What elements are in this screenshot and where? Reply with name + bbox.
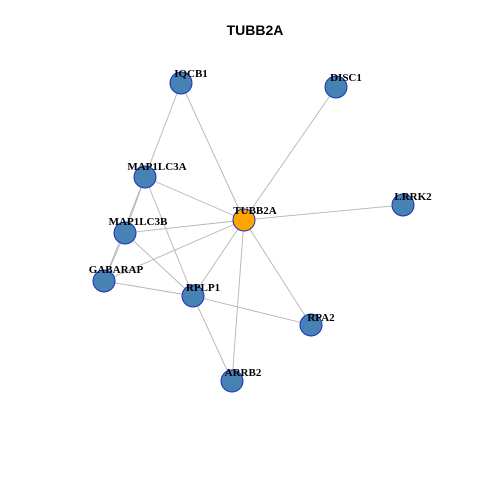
edge-tubb2a-lrrk2 xyxy=(243,204,404,221)
edge-map1lc3a-rplp1 xyxy=(144,176,194,297)
edge-tubb2a-gabarap xyxy=(103,219,245,282)
node-label-iqcb1: IQCB1 xyxy=(174,68,208,80)
node-map1lc3a xyxy=(133,165,157,189)
graph-title: TUBB2A xyxy=(227,22,284,38)
node-tubb2a xyxy=(232,208,256,232)
node-iqcb1 xyxy=(169,71,193,95)
edge-tubb2a-map1lc3a xyxy=(144,176,245,221)
edge-tubb2a-arrb2 xyxy=(231,219,245,382)
node-map1lc3b xyxy=(113,221,137,245)
edge-tubb2a-rplp1 xyxy=(192,219,245,297)
node-gabarap xyxy=(92,269,116,293)
node-rpa2 xyxy=(299,313,323,337)
nodes-layer xyxy=(92,71,415,393)
node-label-rpa2: RPA2 xyxy=(307,312,335,324)
edges-layer xyxy=(103,82,404,382)
node-label-gabarap: GABARAP xyxy=(89,264,144,276)
edge-map1lc3b-rplp1 xyxy=(124,232,194,297)
node-label-tubb2a: TUBB2A xyxy=(233,205,276,217)
node-label-lrrk2: LRRK2 xyxy=(394,191,432,203)
node-rplp1 xyxy=(181,284,205,308)
edge-iqcb1-map1lc3a xyxy=(144,82,182,178)
node-label-map1lc3b: MAP1LC3B xyxy=(109,216,168,228)
edge-tubb2a-disc1 xyxy=(243,86,337,221)
edge-tubb2a-map1lc3b xyxy=(124,219,245,234)
node-label-disc1: DISC1 xyxy=(330,72,362,84)
edge-rplp1-rpa2 xyxy=(192,295,312,326)
edge-rplp1-arrb2 xyxy=(192,295,233,382)
edge-tubb2a-iqcb1 xyxy=(180,82,245,221)
node-arrb2 xyxy=(220,369,244,393)
node-label-rplp1: RPLP1 xyxy=(186,282,220,294)
edge-tubb2a-rpa2 xyxy=(243,219,312,326)
node-label-map1lc3a: MAP1LC3A xyxy=(127,161,186,173)
node-disc1 xyxy=(324,75,348,99)
node-label-arrb2: ARRB2 xyxy=(225,367,262,379)
edge-gabarap-rplp1 xyxy=(103,280,194,297)
node-lrrk2 xyxy=(391,193,415,217)
